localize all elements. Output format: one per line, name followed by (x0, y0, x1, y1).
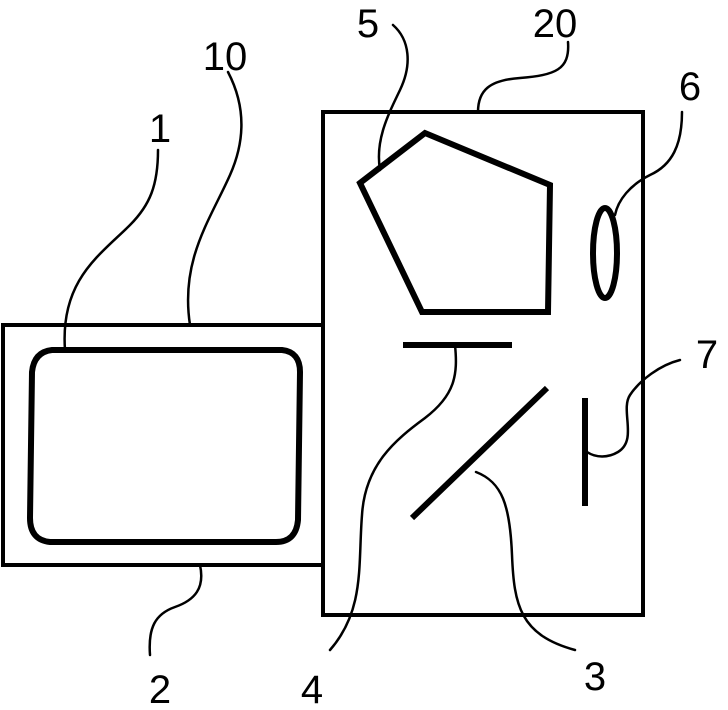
label-5: 5 (357, 2, 379, 46)
leader-5 (377, 23, 409, 172)
leader-2 (148, 563, 203, 657)
label-6: 6 (679, 65, 701, 109)
label-3: 3 (584, 655, 606, 699)
panel-1 (26, 347, 304, 545)
label-2: 2 (149, 668, 171, 710)
label-7: 7 (696, 333, 718, 377)
label-1: 1 (149, 107, 171, 151)
leader-10 (186, 70, 243, 327)
lens-6 (590, 205, 620, 301)
leader-1 (63, 148, 160, 352)
leader-3 (474, 470, 577, 652)
label-10: 10 (203, 35, 248, 79)
leader-20 (476, 40, 570, 114)
label-4: 4 (301, 668, 323, 710)
leader-7 (585, 358, 682, 458)
pentagon-5 (356, 129, 554, 315)
leader-6 (613, 110, 684, 217)
mirror-3 (409, 385, 550, 521)
leader-4 (328, 343, 458, 652)
housing-10 (1, 323, 325, 567)
label-20: 20 (533, 2, 578, 46)
housing-20 (321, 110, 645, 617)
